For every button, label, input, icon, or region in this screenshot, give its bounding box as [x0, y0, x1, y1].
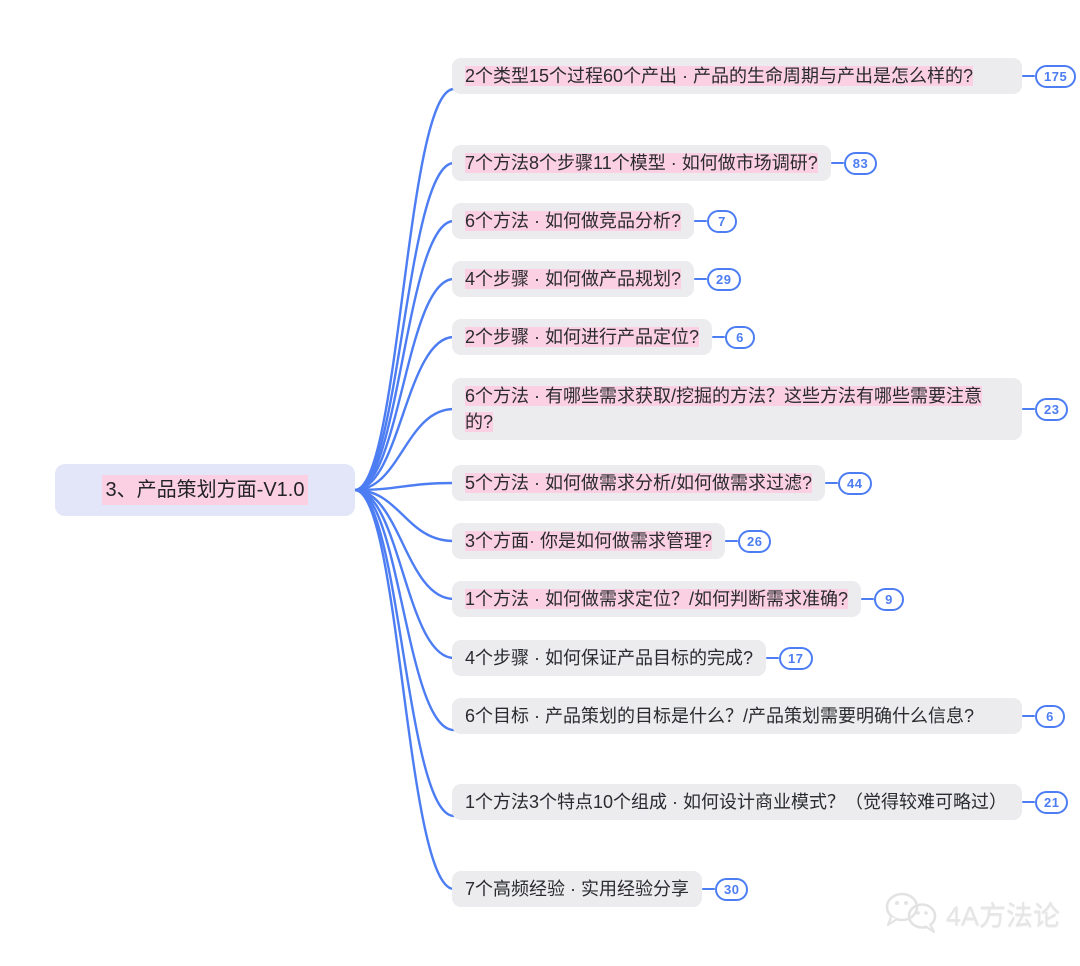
count-badge-8[interactable]: 26: [738, 529, 772, 553]
branch-row-2: 7个方法8个步骤11个模型 · 如何做市场调研? 83: [452, 145, 878, 181]
watermark-text: 4A方法论: [946, 900, 1061, 931]
branch-node-7[interactable]: 5个方法 · 如何做需求分析/如何做需求过滤?: [452, 465, 826, 501]
badge-connector: [725, 539, 739, 543]
branch-row-12: 1个方法3个特点10个组成 · 如何设计商业模式？（觉得较难可略过） 21: [452, 784, 1069, 820]
branch-row-4: 4个步骤 · 如何做产品规划? 29: [452, 261, 741, 297]
count-badge-5[interactable]: 6: [725, 325, 756, 349]
watermark: 4A方法论: [882, 890, 1060, 936]
branch-label-11: 6个目标 · 产品策划的目标是什么？/产品策划需要明确什么信息?: [465, 706, 975, 726]
badge-connector: [1022, 74, 1035, 78]
connector-curve: [353, 87, 456, 492]
branch-label-4: 4个步骤 · 如何做产品规划?: [465, 269, 682, 289]
branch-node-10[interactable]: 4个步骤 · 如何保证产品目标的完成?: [452, 640, 767, 676]
branch-node-3[interactable]: 6个方法 · 如何做竞品分析?: [452, 203, 695, 239]
branch-node-13[interactable]: 7个高频经验 · 实用经验分享: [452, 871, 703, 907]
branch-label-13: 7个高频经验 · 实用经验分享: [465, 879, 690, 899]
count-badge-12[interactable]: 21: [1035, 790, 1069, 814]
count-badge-1[interactable]: 175: [1035, 64, 1077, 88]
connector-curve: [353, 277, 456, 492]
branch-label-2: 7个方法8个步骤11个模型 · 如何做市场调研?: [465, 153, 818, 173]
count-badge-13[interactable]: 30: [715, 877, 749, 901]
count-badge-4[interactable]: 29: [707, 267, 741, 291]
branch-label-12: 1个方法3个特点10个组成 · 如何设计商业模式？（觉得较难可略过）: [465, 792, 1008, 812]
badge-connector: [825, 481, 839, 485]
branch-row-6: 6个方法 · 有哪些需求获取/挖掘的方法？这些方法有哪些需要注意的? 23: [452, 378, 1069, 440]
connector-curve: [353, 488, 456, 891]
branch-node-9[interactable]: 1个方法 · 如何做需求定位？/如何判断需求准确?: [452, 581, 862, 617]
branch-label-9: 1个方法 · 如何做需求定位？/如何判断需求准确?: [465, 589, 849, 609]
branch-node-6[interactable]: 6个方法 · 有哪些需求获取/挖掘的方法？这些方法有哪些需要注意的?: [452, 378, 1022, 440]
branch-label-7: 5个方法 · 如何做需求分析/如何做需求过滤?: [465, 473, 813, 493]
branch-node-5[interactable]: 2个步骤 · 如何进行产品定位?: [452, 319, 713, 355]
connector-curve: [353, 407, 456, 492]
connector-curve: [353, 488, 456, 601]
connector-curve: [353, 488, 456, 732]
count-badge-10[interactable]: 17: [779, 646, 813, 670]
branch-label-10: 4个步骤 · 如何保证产品目标的完成?: [465, 648, 754, 668]
branch-node-4[interactable]: 4个步骤 · 如何做产品规划?: [452, 261, 695, 297]
branch-row-13: 7个高频经验 · 实用经验分享 30: [452, 871, 749, 907]
badge-connector: [712, 335, 726, 339]
branch-label-6: 6个方法 · 有哪些需求获取/挖掘的方法？这些方法有哪些需要注意的?: [465, 386, 983, 432]
badge-connector: [766, 656, 780, 660]
count-badge-7[interactable]: 44: [838, 471, 872, 495]
branch-label-3: 6个方法 · 如何做竞品分析?: [465, 211, 682, 231]
count-badge-3[interactable]: 7: [707, 209, 738, 233]
branch-node-1[interactable]: 2个类型15个过程60个产出 · 产品的生命周期与产出是怎么样的?: [452, 58, 1022, 94]
branch-label-8: 3个方面· 你是如何做需求管理?: [465, 531, 713, 551]
connector-curve: [353, 335, 456, 492]
badge-connector: [861, 597, 875, 601]
branch-row-5: 2个步骤 · 如何进行产品定位? 6: [452, 319, 756, 355]
badge-connector: [1022, 800, 1035, 804]
branch-row-8: 3个方面· 你是如何做需求管理? 26: [452, 523, 772, 559]
branch-row-11: 6个目标 · 产品策划的目标是什么？/产品策划需要明确什么信息? 6: [452, 698, 1065, 734]
count-badge-9[interactable]: 9: [874, 587, 905, 611]
connector-curve: [353, 481, 456, 492]
branch-node-12[interactable]: 1个方法3个特点10个组成 · 如何设计商业模式？（觉得较难可略过）: [452, 784, 1022, 820]
connector-curve: [353, 488, 456, 660]
badge-connector: [702, 887, 716, 891]
branch-node-2[interactable]: 7个方法8个步骤11个模型 · 如何做市场调研?: [452, 145, 831, 181]
count-badge-6[interactable]: 23: [1035, 397, 1069, 421]
connector-curve: [353, 488, 456, 818]
branch-row-10: 4个步骤 · 如何保证产品目标的完成? 17: [452, 640, 813, 676]
branch-row-3: 6个方法 · 如何做竞品分析? 7: [452, 203, 738, 239]
branch-row-7: 5个方法 · 如何做需求分析/如何做需求过滤? 44: [452, 465, 872, 501]
badge-connector: [694, 219, 708, 223]
connector-curve: [353, 488, 456, 543]
branch-label-1: 2个类型15个过程60个产出 · 产品的生命周期与产出是怎么样的?: [465, 66, 974, 86]
badge-connector: [830, 161, 844, 165]
branch-node-8[interactable]: 3个方面· 你是如何做需求管理?: [452, 523, 726, 559]
branch-node-11[interactable]: 6个目标 · 产品策划的目标是什么？/产品策划需要明确什么信息?: [452, 698, 1022, 734]
root-node[interactable]: 3、产品策划方面-V1.0: [55, 464, 355, 516]
branch-label-5: 2个步骤 · 如何进行产品定位?: [465, 327, 700, 347]
badge-connector: [1022, 714, 1035, 718]
badge-connector: [694, 277, 708, 281]
branch-row-1: 2个类型15个过程60个产出 · 产品的生命周期与产出是怎么样的? 175: [452, 58, 1077, 94]
root-node-label: 3、产品策划方面-V1.0: [101, 475, 309, 505]
branch-row-9: 1个方法 · 如何做需求定位？/如何判断需求准确? 9: [452, 581, 905, 617]
connector-curve: [353, 219, 456, 492]
wechat-bubbles-icon: [885, 892, 937, 934]
badge-connector: [1022, 407, 1035, 411]
connector-curve: [353, 161, 456, 492]
count-badge-11[interactable]: 6: [1035, 704, 1065, 728]
count-badge-2[interactable]: 83: [843, 151, 878, 175]
